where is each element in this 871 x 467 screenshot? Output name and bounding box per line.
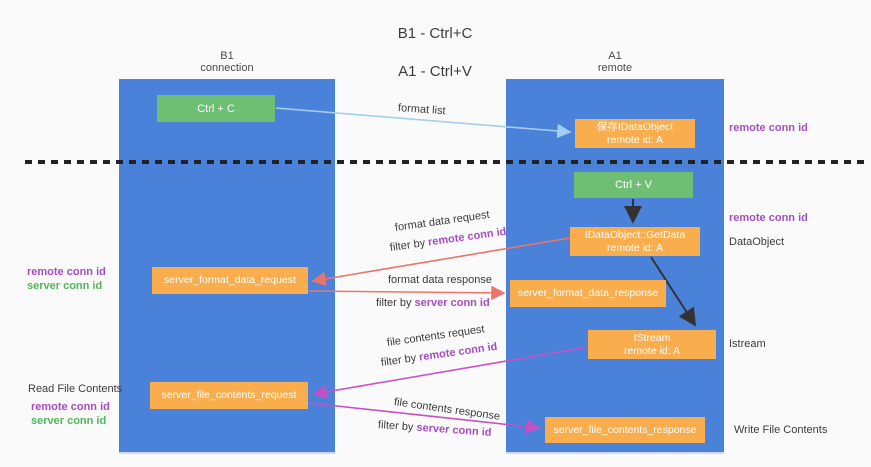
- saved-idataobject-box: 保存IDataObject remote id: A: [575, 119, 695, 148]
- istream-side-label: Istream: [729, 338, 766, 350]
- file-contents-response-arrow: [308, 402, 541, 434]
- left-conn-id-pair-2: remote conn id server conn id: [31, 400, 110, 428]
- remote-conn-id-top-label: remote conn id: [729, 122, 808, 134]
- diagram-title: B1 - Ctrl+C A1 - Ctrl+V: [330, 5, 540, 100]
- remote-conn-id-mid-label: remote conn id: [729, 212, 808, 224]
- server-file-contents-response-label: server_file_contents_response: [553, 423, 697, 436]
- lane-header-b1: B1 connection: [119, 50, 335, 74]
- title-line-2: A1 - Ctrl+V: [398, 63, 472, 80]
- server-format-data-response-label: server_format_data_response: [517, 287, 659, 299]
- idataobject-getdata-box: IDataObject::GetData remote id: A: [570, 227, 700, 256]
- remote-conn-id-left-1: remote conn id: [27, 266, 106, 278]
- server-format-data-request-label: server_format_data_request: [164, 274, 296, 286]
- saved-idataobject-line2: remote id: A: [606, 133, 664, 146]
- server-file-contents-request-box: server_file_contents_request: [150, 382, 308, 409]
- dataobject-label: DataObject: [729, 236, 785, 248]
- write-file-contents-label: Write File Contents: [734, 424, 828, 436]
- server-conn-id-left-1: server conn id: [27, 280, 103, 292]
- left-conn-id-pair-1: remote conn id server conn id: [27, 265, 106, 293]
- title-line-1: B1 - Ctrl+C: [397, 25, 473, 42]
- ctrl-c-box: Ctrl + C: [157, 95, 275, 122]
- read-file-contents-label: Read File Contents: [28, 383, 123, 395]
- istream-box: IStream remote id: A: [588, 330, 716, 359]
- lane-header-a1: A1 remote: [506, 50, 724, 74]
- server-conn-id-left-2: server conn id: [31, 415, 107, 427]
- lane-a1-subtitle: remote: [597, 62, 633, 74]
- lane-a1-title: A1: [608, 50, 622, 62]
- file-contents-request-arrow: [312, 346, 589, 399]
- filter-id-2: server conn id: [414, 297, 490, 309]
- remote-conn-id-left-2: remote conn id: [31, 401, 110, 413]
- lane-b1-title: B1: [220, 50, 234, 62]
- ctrl-v-label: Ctrl + V: [615, 179, 652, 191]
- format-data-request-arrow: [311, 237, 571, 286]
- saved-idataobject-line1: 保存IDataObject: [596, 120, 674, 133]
- istream-line2: remote id: A: [623, 344, 681, 357]
- format-data-response-label: format data response: [388, 274, 492, 286]
- format-data-response-arrow: [308, 285, 506, 301]
- getdata-line2: remote id: A: [606, 241, 664, 254]
- lane-b1-subtitle: connection: [200, 62, 254, 74]
- server-file-contents-response-box: server_file_contents_response: [545, 417, 705, 443]
- server-format-data-response-box: server_format_data_response: [510, 280, 666, 307]
- format-data-response-filter: filter by server conn id: [376, 297, 490, 309]
- format-list-arrow: [275, 107, 572, 139]
- getdata-line1: IDataObject::GetData: [584, 228, 686, 241]
- ctrl-v-box: Ctrl + V: [574, 172, 693, 198]
- getdata-to-istream-arrow: [650, 256, 697, 327]
- filter-by-prefix-2: filter by: [376, 297, 415, 309]
- istream-line1: IStream: [633, 331, 671, 344]
- server-file-contents-request-label: server_file_contents_request: [161, 389, 297, 401]
- ctrl-c-label: Ctrl + C: [197, 102, 235, 115]
- server-format-data-request-box: server_format_data_request: [152, 267, 308, 294]
